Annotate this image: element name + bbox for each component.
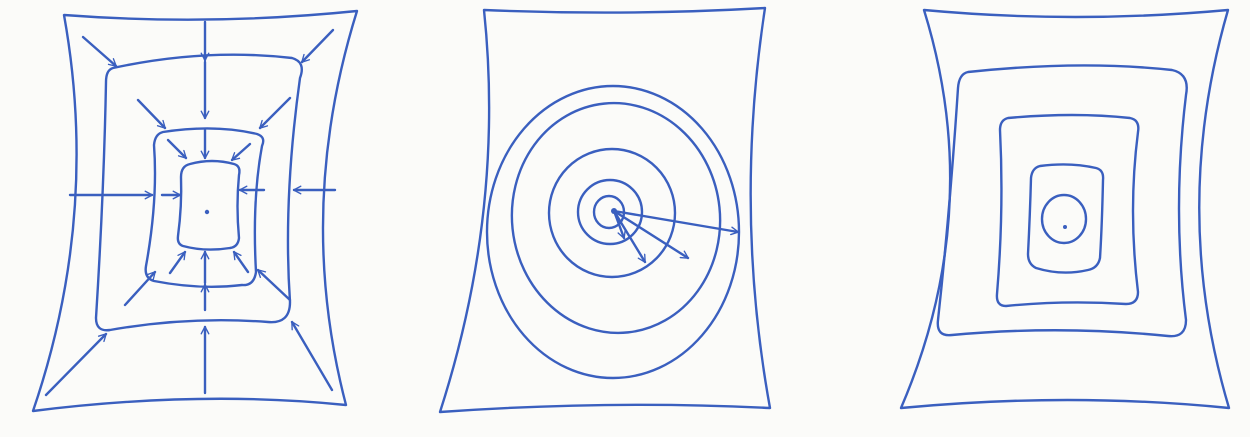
contour-large <box>938 65 1187 336</box>
contour-medium <box>997 115 1138 306</box>
arrow <box>258 270 290 300</box>
arrow <box>170 252 185 273</box>
arrow <box>125 272 155 305</box>
arrow <box>292 322 332 390</box>
center-dot <box>205 210 209 214</box>
arrow <box>138 100 165 128</box>
contour-inner <box>178 161 240 250</box>
arrow <box>232 144 250 160</box>
arrow <box>168 140 186 158</box>
contour-ring-1 <box>487 86 739 378</box>
contour-inner <box>1042 195 1086 243</box>
arrow <box>234 252 248 272</box>
arrow <box>302 30 333 62</box>
center-dot <box>1063 225 1067 229</box>
panel-inward-arrows <box>33 11 357 411</box>
contour-ring-4 <box>578 180 642 244</box>
contour-large <box>96 55 302 331</box>
arrow <box>46 334 106 395</box>
panel-contours <box>901 10 1229 408</box>
panel-concentric-circles <box>440 8 770 412</box>
contour-small <box>1028 164 1103 272</box>
arrow <box>260 98 290 128</box>
inward-arrows <box>46 22 335 395</box>
arrow <box>83 37 116 66</box>
